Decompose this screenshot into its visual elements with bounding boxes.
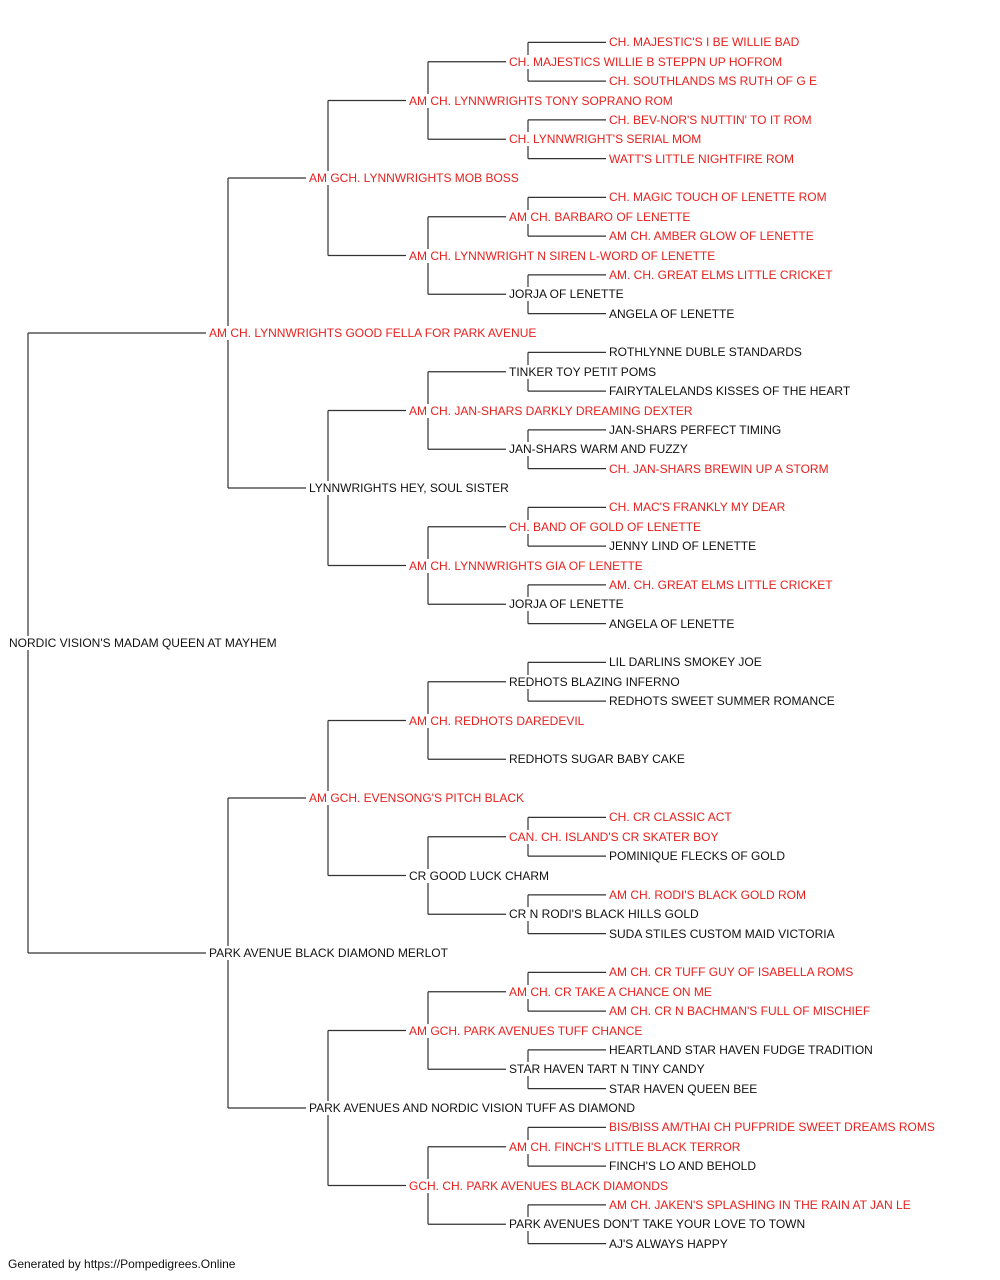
subject-dog-name: NORDIC VISION'S MADAM QUEEN AT MAYHEM xyxy=(8,636,278,650)
ancestor-name: CR GOOD LUCK CHARM xyxy=(408,868,551,883)
ancestor-name: CH. JAN-SHARS BREWIN UP A STORM xyxy=(608,461,830,476)
ancestor-name: PARK AVENUES DON'T TAKE YOUR LOVE TO TOW… xyxy=(508,1217,807,1232)
ancestor-name: STAR HAVEN QUEEN BEE xyxy=(608,1081,759,1096)
ancestor-name: TINKER TOY PETIT POMS xyxy=(508,364,658,379)
ancestor-name: AM CH. LYNNWRIGHTS GIA OF LENETTE xyxy=(408,558,644,573)
ancestor-name: HEARTLAND STAR HAVEN FUDGE TRADITION xyxy=(608,1042,874,1057)
ancestor-name: CH. BEV-NOR'S NUTTIN' TO IT ROM xyxy=(608,112,813,127)
ancestor-name: LYNNWRIGHTS HEY, SOUL SISTER xyxy=(308,481,510,495)
ancestor-name: WATT'S LITTLE NIGHTFIRE ROM xyxy=(608,151,795,166)
ancestor-name: LIL DARLINS SMOKEY JOE xyxy=(608,655,763,670)
ancestor-name: POMINIQUE FLECKS OF GOLD xyxy=(608,849,787,864)
ancestor-name: AM CH. JAN-SHARS DARKLY DREAMING DEXTER xyxy=(408,403,694,418)
ancestor-name: AM CH. RODI'S BLACK GOLD ROM xyxy=(608,887,807,902)
ancestor-name: CR N RODI'S BLACK HILLS GOLD xyxy=(508,907,700,922)
ancestor-name: CH. SOUTHLANDS MS RUTH OF G E xyxy=(608,74,819,89)
ancestor-name: BIS/BISS AM/THAI CH PUFPRIDE SWEET DREAM… xyxy=(608,1120,936,1135)
ancestor-name: CH. MAJESTIC'S I BE WILLIE BAD xyxy=(608,35,801,50)
ancestor-name: FINCH'S LO AND BEHOLD xyxy=(608,1159,757,1174)
ancestor-name: CH. MAC'S FRANKLY MY DEAR xyxy=(608,500,787,515)
ancestor-name: PARK AVENUE BLACK DIAMOND MERLOT xyxy=(208,946,449,960)
ancestor-name: AM CH. REDHOTS DAREDEVIL xyxy=(408,713,586,728)
ancestor-name: AM CH. LYNNWRIGHT N SIREN L-WORD OF LENE… xyxy=(408,248,717,263)
ancestor-name: AM CH. BARBARO OF LENETTE xyxy=(508,209,692,224)
ancestor-name: AM CH. AMBER GLOW OF LENETTE xyxy=(608,229,815,244)
ancestor-name: CH. CR CLASSIC ACT xyxy=(608,810,733,825)
ancestor-name: AM GCH. PARK AVENUES TUFF CHANCE xyxy=(408,1023,644,1038)
ancestor-name: ROTHLYNNE DUBLE STANDARDS xyxy=(608,345,803,360)
ancestor-name: AM GCH. EVENSONG'S PITCH BLACK xyxy=(308,791,525,805)
ancestor-name: FAIRYTALELANDS KISSES OF THE HEART xyxy=(608,384,852,399)
ancestor-name: AJ'S ALWAYS HAPPY xyxy=(608,1236,729,1251)
ancestor-name: AM CH. CR TUFF GUY OF ISABELLA ROMS xyxy=(608,965,855,980)
generator-credit: Generated by https://Pompedigrees.Online xyxy=(8,1257,236,1271)
ancestor-name: REDHOTS SWEET SUMMER ROMANCE xyxy=(608,694,836,709)
ancestor-name: AM. CH. GREAT ELMS LITTLE CRICKET xyxy=(608,267,834,282)
ancestor-name: AM CH. FINCH'S LITTLE BLACK TERROR xyxy=(508,1139,742,1154)
ancestor-name: GCH. CH. PARK AVENUES BLACK DIAMONDS xyxy=(408,1178,669,1193)
ancestor-name: JAN-SHARS WARM AND FUZZY xyxy=(508,442,689,457)
ancestor-name: ANGELA OF LENETTE xyxy=(608,306,736,321)
ancestor-name: JENNY LIND OF LENETTE xyxy=(608,539,758,554)
ancestor-name: AM CH. CR TAKE A CHANCE ON ME xyxy=(508,984,713,999)
ancestor-name: REDHOTS SUGAR BABY CAKE xyxy=(508,752,686,767)
ancestor-name: REDHOTS BLAZING INFERNO xyxy=(508,674,681,689)
ancestor-name: CH. BAND OF GOLD OF LENETTE xyxy=(508,519,703,534)
ancestor-name: AM CH. CR N BACHMAN'S FULL OF MISCHIEF xyxy=(608,1004,872,1019)
ancestor-name: AM. CH. GREAT ELMS LITTLE CRICKET xyxy=(608,577,834,592)
ancestor-name: CH. LYNNWRIGHT'S SERIAL MOM xyxy=(508,132,703,147)
ancestor-name: SUDA STILES CUSTOM MAID VICTORIA xyxy=(608,926,836,941)
ancestor-name: JAN-SHARS PERFECT TIMING xyxy=(608,422,783,437)
ancestor-name: CAN. CH. ISLAND'S CR SKATER BOY xyxy=(508,829,720,844)
ancestor-name: CH. MAGIC TOUCH OF LENETTE ROM xyxy=(608,190,828,205)
ancestor-name: JORJA OF LENETTE xyxy=(508,597,625,612)
ancestor-name: AM CH. LYNNWRIGHTS GOOD FELLA FOR PARK A… xyxy=(208,326,538,340)
ancestor-name: STAR HAVEN TART N TINY CANDY xyxy=(508,1062,706,1077)
ancestor-name: PARK AVENUES AND NORDIC VISION TUFF AS D… xyxy=(308,1101,637,1115)
ancestor-name: JORJA OF LENETTE xyxy=(508,287,625,302)
ancestor-name: CH. MAJESTICS WILLIE B STEPPN UP HOFROM xyxy=(508,54,784,69)
ancestor-name: AM GCH. LYNNWRIGHTS MOB BOSS xyxy=(308,171,520,185)
ancestor-name: ANGELA OF LENETTE xyxy=(608,616,736,631)
ancestor-name: AM CH. JAKEN'S SPLASHING IN THE RAIN AT … xyxy=(608,1197,912,1212)
ancestor-name: AM CH. LYNNWRIGHTS TONY SOPRANO ROM xyxy=(408,93,674,108)
